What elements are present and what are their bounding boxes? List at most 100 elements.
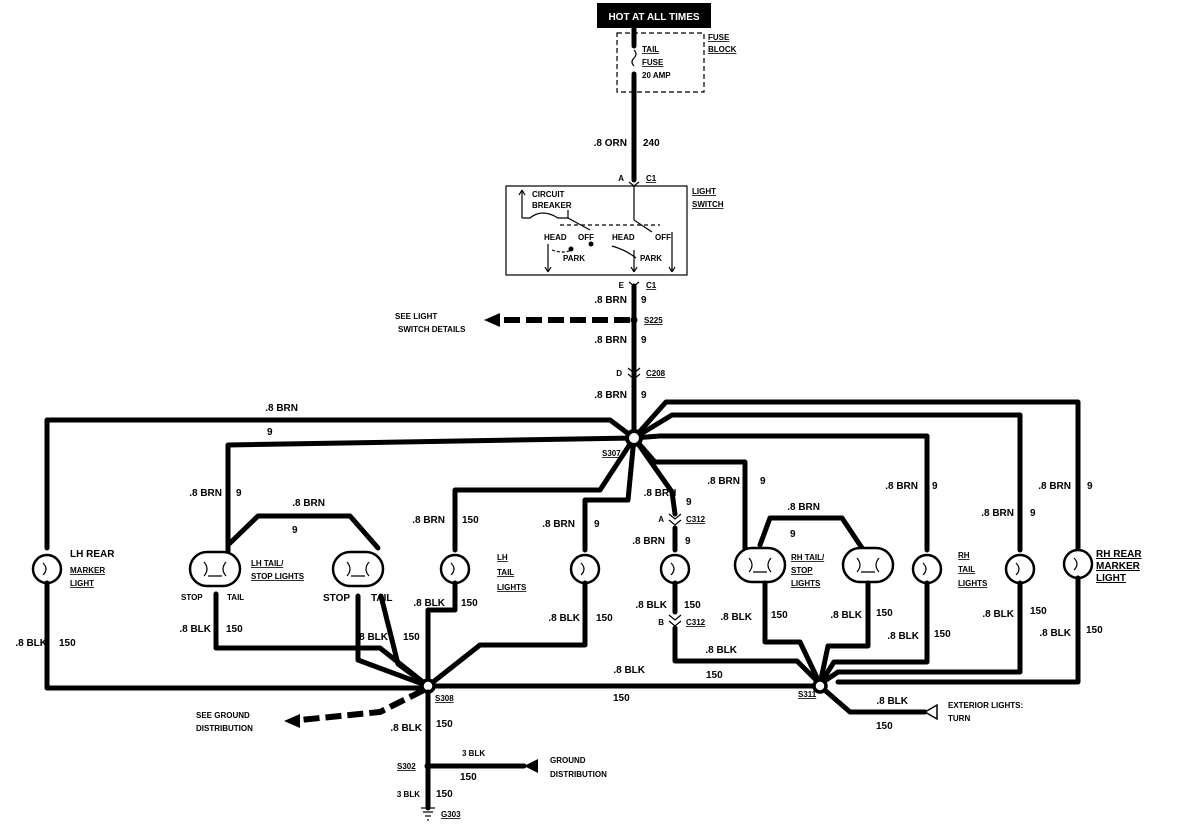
splice-s225 <box>630 316 638 324</box>
switch-head-2: HEAD <box>612 233 635 242</box>
rh-tail-label-b: TAIL <box>958 565 975 574</box>
lh-tailstop-lamp-1 <box>188 550 242 588</box>
connector-c312a <box>668 513 682 526</box>
wire-label-gauge: .8 BRN <box>594 295 627 306</box>
lh-tail-label-c: LIGHTS <box>497 583 527 592</box>
wire-label-gauge: .8 BLK <box>413 598 445 609</box>
wire-lh-marker-feed <box>44 417 637 551</box>
wire-label-gauge: .8 BRN <box>787 502 820 513</box>
wire-rh-tail2-ground <box>817 580 1023 687</box>
exterior-lights-label-1: EXTERIOR LIGHTS: <box>948 701 1023 710</box>
wire-lh-tail-ground <box>378 593 431 689</box>
wire-label-gauge: .8 BRN <box>412 515 445 526</box>
connector-c1-top <box>628 181 640 187</box>
lh-tailstop-label-1: LH TAIL/ <box>251 559 284 568</box>
wire-label-gauge: .8 BRN <box>1038 481 1071 492</box>
fuse-icon <box>631 49 637 67</box>
exterior-lights-arrow <box>923 703 938 721</box>
c312a-pin: A <box>658 515 664 524</box>
wire-label-circuit: 9 <box>685 536 691 547</box>
rh-tail-label-c: LIGHTS <box>958 579 988 588</box>
switch-off-2: OFF <box>655 233 671 242</box>
splice-s225-label: S225 <box>644 316 663 325</box>
wire-label-gauge: .8 BRN <box>707 476 740 487</box>
wire-label-gauge: .8 BRN <box>189 488 222 499</box>
connector-c312b <box>668 614 682 627</box>
ground-dist-wire: 3 BLK <box>462 749 485 758</box>
wire-label-gauge: .8 BLK <box>830 610 862 621</box>
see-ground-label-1: SEE GROUND <box>196 711 250 720</box>
wire-label-circuit: 9 <box>641 390 647 401</box>
wire-label-gauge: .8 BLK <box>15 638 47 649</box>
lh-tailstop-label-2: STOP LIGHTS <box>251 572 305 581</box>
wire-rh-marker-ground <box>835 575 1081 685</box>
lh-tail-label-a: LH <box>497 553 508 562</box>
wire-label-circuit: 150 <box>876 608 893 619</box>
wire-lh-tail-inner-feed <box>582 435 637 553</box>
rh-tail-lamp-1 <box>911 553 943 585</box>
bulb-icon <box>922 562 927 576</box>
fuse-label-2: FUSE <box>642 58 664 67</box>
splice-s307 <box>625 429 643 447</box>
wire-label-circuit: 150 <box>461 598 478 609</box>
wire-label-circuit: 9 <box>236 488 242 499</box>
wire-label-circuit: 150 <box>771 610 788 621</box>
connector-c208 <box>627 367 641 380</box>
lh-tailstop-lamp-2 <box>331 550 385 588</box>
wire-label-circuit: 150 <box>596 613 613 624</box>
wire-label-circuit: 9 <box>594 519 600 530</box>
wire-label-circuit: 9 <box>1030 508 1036 519</box>
rh-tailstop-label-2: STOP <box>791 566 813 575</box>
fuse-block-label-1: FUSE <box>708 33 730 42</box>
rh-tailstop-lamp-1 <box>733 546 787 584</box>
see-ground-arrow <box>299 687 426 723</box>
rh-marker-label-3: LIGHT <box>1096 573 1126 584</box>
wire-label-gauge: .8 BLK <box>982 609 1014 620</box>
wire-lh-marker-ground <box>44 580 431 691</box>
rh-tailstop-label-1: RH TAIL/ <box>791 553 825 562</box>
rh-marker-label-1: RH REAR <box>1096 549 1142 560</box>
bulb-icon <box>42 562 47 576</box>
wire-label-gauge: .8 BLK <box>720 612 752 623</box>
wire-label-circuit: 9 <box>1087 481 1093 492</box>
wire-label-gauge: .8 BLK <box>613 665 645 676</box>
lh-rear-marker-lamp <box>31 553 63 585</box>
wire-label-circuit: 9 <box>686 497 692 508</box>
center-lamp <box>659 553 691 585</box>
hot-at-all-times-box <box>597 3 711 28</box>
ground-dist-label-2: DISTRIBUTION <box>550 770 607 779</box>
wire-label-gauge: .8 BRN <box>885 481 918 492</box>
wire-lh-stop-ground <box>355 593 431 689</box>
rh-tail-lamp-2 <box>1004 553 1036 585</box>
ground-distribution-arrow <box>524 759 538 773</box>
wire-label-gauge: .8 BLK <box>1039 628 1071 639</box>
wire-rh-tailstop-feed <box>631 435 748 553</box>
wire-label-circuit: 150 <box>613 693 630 704</box>
wire-label-circuit: 150 <box>59 638 76 649</box>
wire-label-circuit: 9 <box>292 525 298 536</box>
splice-s311 <box>812 678 828 694</box>
wire-label-circuit: 9 <box>932 481 938 492</box>
ground-dist-circuit: 150 <box>460 772 477 783</box>
see-light-label-1: SEE LIGHT <box>395 312 437 321</box>
ground-icon <box>421 807 435 821</box>
see-light-label-2: SWITCH DETAILS <box>398 325 466 334</box>
switch-pin-out: E <box>619 281 625 290</box>
lh-marker-label-1: LH REAR <box>70 549 115 560</box>
wire-rh-tail-feed <box>631 433 930 553</box>
bulb-icon <box>580 562 585 576</box>
circuit-breaker-label-1: CIRCUIT <box>532 190 565 199</box>
feed-wire-circuit: 240 <box>643 138 660 149</box>
lh-stop-label-1: STOP <box>181 593 203 602</box>
feed-wire-gauge: .8 ORN <box>594 138 627 149</box>
rh-tail-label-a: RH <box>958 551 970 560</box>
switch-park-2: PARK <box>640 254 662 263</box>
wire-label-circuit: 9 <box>267 427 273 438</box>
wire-label-gauge: .8 BRN <box>542 519 575 530</box>
wire-rh-tail-ground <box>817 580 930 687</box>
light-switch-label-1: LIGHT <box>692 187 716 196</box>
wire-label-gauge: .8 BRN <box>632 536 665 547</box>
see-ground-label-2: DISTRIBUTION <box>196 724 253 733</box>
wire-label-circuit: 150 <box>1086 625 1103 636</box>
c208-label: C208 <box>646 369 666 378</box>
